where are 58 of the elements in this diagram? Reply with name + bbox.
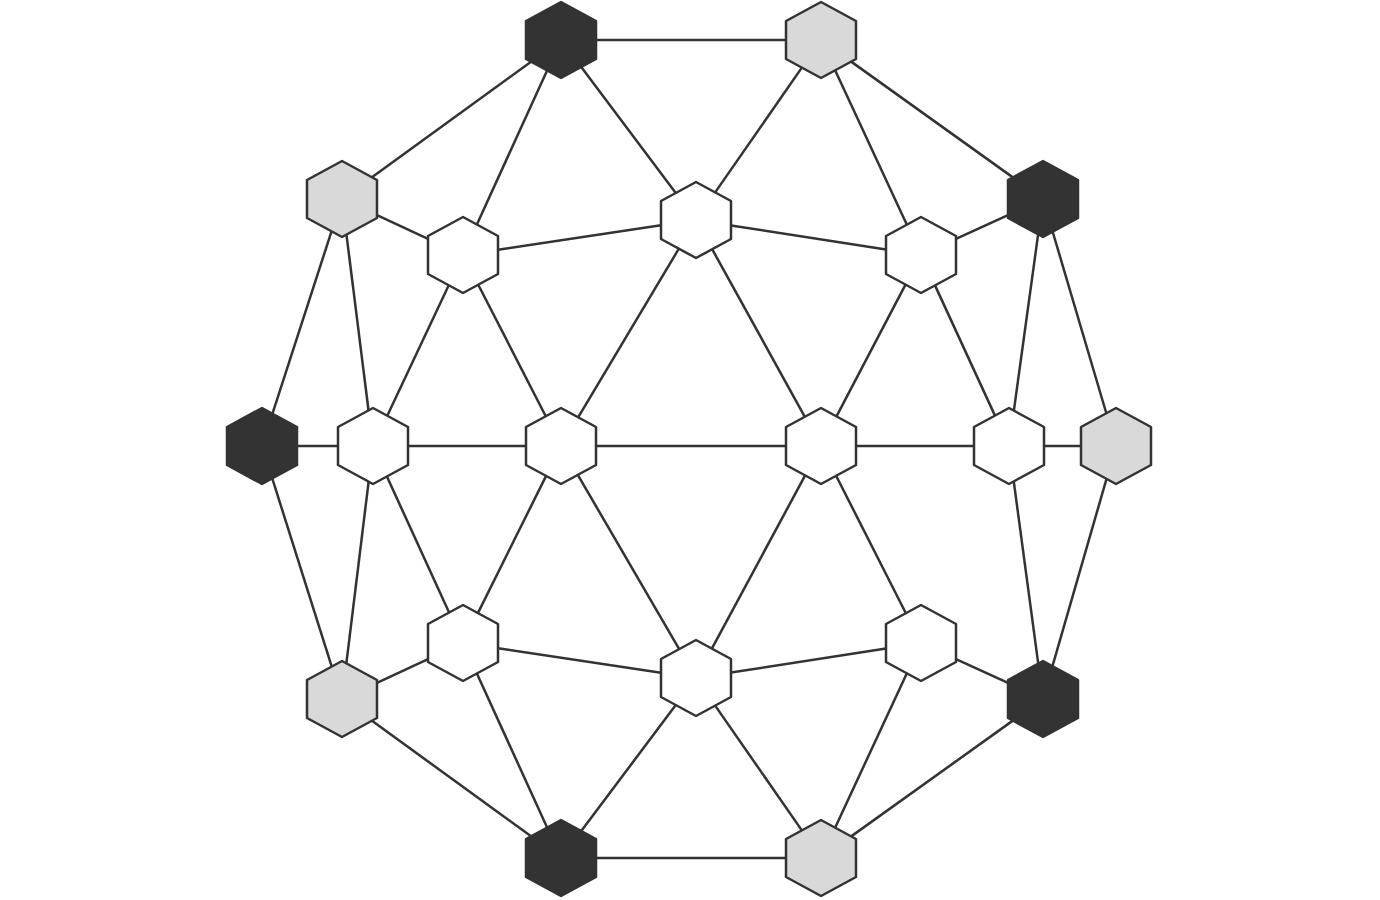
connector-line — [596, 444, 786, 448]
hexagon-node — [784, 818, 858, 898]
hexagon-node — [784, 0, 858, 80]
hexagon-node — [659, 180, 733, 260]
hexagon-node — [884, 215, 958, 295]
connector-line — [711, 248, 806, 418]
connector-line — [475, 672, 549, 829]
hexagon-node — [426, 215, 500, 295]
connector-line — [577, 248, 680, 418]
hexagon-node — [336, 406, 410, 486]
connector-line — [385, 475, 451, 614]
connector-line — [833, 672, 909, 829]
connector-line — [714, 704, 803, 832]
hexagon-node — [305, 659, 379, 739]
connector-line — [850, 60, 1014, 179]
connector-line — [933, 284, 997, 417]
connector-line — [1051, 231, 1108, 414]
hexagon-node — [426, 603, 500, 683]
connector-line — [297, 444, 338, 448]
connector-line — [710, 474, 807, 650]
connector-line — [856, 444, 974, 448]
hexagon-node — [972, 406, 1046, 486]
hexagon-node — [305, 159, 379, 239]
connector-line — [371, 719, 532, 838]
connector-line — [345, 481, 370, 664]
connector-line — [1012, 481, 1040, 664]
hexagon-node — [1006, 659, 1080, 739]
connector-line — [596, 856, 786, 860]
connector-line — [835, 284, 907, 417]
connector-line — [596, 38, 786, 42]
connector-line — [580, 66, 677, 194]
connector-line — [408, 444, 526, 448]
hexagon-node — [784, 406, 858, 486]
connector-line — [475, 69, 549, 226]
hexagon-node — [524, 818, 598, 898]
hexagon-node — [524, 0, 598, 80]
connector-line — [271, 478, 333, 667]
connector-line — [835, 475, 907, 614]
connector-line — [476, 475, 548, 614]
hexagon-node — [884, 603, 958, 683]
hexagon-node — [225, 406, 299, 486]
connector-line — [345, 234, 370, 411]
connector-line — [477, 284, 547, 417]
connector-line — [1051, 478, 1108, 667]
connector-line — [833, 69, 909, 226]
connector-line — [850, 719, 1014, 838]
hexagon-node — [524, 406, 598, 486]
connector-line — [1044, 444, 1081, 448]
hexagon-node — [1079, 406, 1153, 486]
hexagon-node — [659, 638, 733, 718]
connector-line — [386, 284, 450, 417]
connector-line — [714, 66, 803, 194]
connector-line — [371, 60, 532, 179]
connector-line — [576, 474, 681, 650]
hexagon-node — [1006, 159, 1080, 239]
connector-line — [1012, 234, 1040, 411]
connector-line — [580, 704, 677, 832]
connector-line — [271, 230, 333, 415]
